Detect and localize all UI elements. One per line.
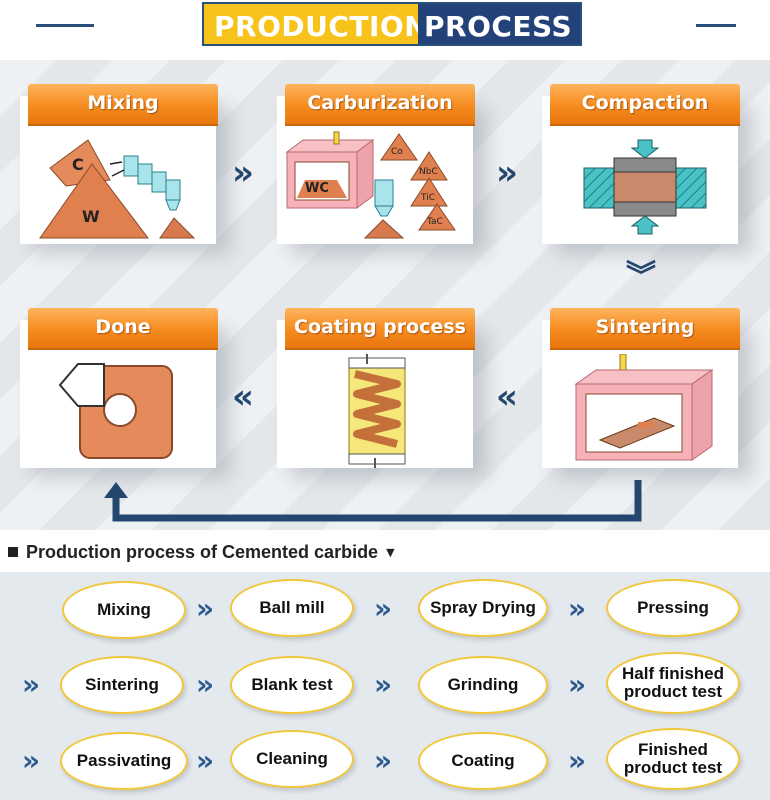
step-finished-test: Finished product test: [606, 728, 740, 790]
arrow-right-1: »: [232, 153, 254, 193]
card-mixing-title: Mixing: [28, 84, 218, 124]
card-compaction: Compaction: [542, 84, 740, 244]
mixing-w-label: W: [82, 207, 100, 226]
arrow-left-2: «: [496, 377, 518, 417]
arrow-right-2: »: [496, 153, 518, 193]
section-title-text: Production process of Cemented carbide: [26, 541, 379, 562]
process-steps: Mixing » Ball mill » Spray Drying » Pres…: [0, 572, 770, 800]
card-compaction-title: Compaction: [550, 84, 740, 124]
card-coating-title: Coating process: [285, 308, 475, 348]
arrow-down: ︾: [626, 259, 656, 294]
header-title-part1: PRODUCTION: [204, 4, 428, 44]
sintering-illustration: [574, 354, 714, 461]
mixing-c-label: C: [72, 155, 84, 174]
carb-tac-label: TaC: [426, 217, 443, 227]
carb-wc-label: WC: [305, 181, 329, 196]
header-title-part2: PROCESS: [418, 4, 580, 44]
return-connector: [104, 480, 642, 522]
step-mixing: Mixing: [62, 581, 186, 639]
done-illustration: [58, 363, 173, 459]
chevron-icon: »: [568, 668, 587, 701]
header-title-box: PRODUCTION PROCESS: [202, 2, 582, 46]
header-line-left: [36, 24, 94, 27]
step-blank-test: Blank test: [230, 656, 354, 714]
step-spray-drying: Spray Drying: [418, 579, 548, 637]
compaction-illustration: [583, 139, 707, 235]
flow-panel: Mixing C W » Carburization WC: [0, 60, 770, 530]
card-mixing: Mixing C W: [20, 84, 218, 244]
carb-nbc-label: NbC: [419, 167, 438, 177]
card-sintering-title: Sintering: [550, 308, 740, 348]
header-banner: PRODUCTION PROCESS: [0, 0, 770, 52]
step-sintering: Sintering: [60, 656, 184, 714]
card-sintering: Sintering: [542, 308, 740, 468]
card-carburization-title: Carburization: [285, 84, 475, 124]
mixing-illustration: C W: [39, 139, 196, 239]
bullet-square-icon: [8, 547, 18, 557]
chevron-icon: »: [196, 744, 215, 777]
arrow-left-1: «: [232, 377, 254, 417]
step-grinding: Grinding: [418, 656, 548, 714]
step-half-finished-test: Half finished product test: [606, 652, 740, 714]
coating-illustration: [348, 354, 406, 468]
carb-co-label: Co: [391, 147, 403, 157]
card-carburization: Carburization WC Co NbC TiC TaC: [277, 84, 475, 244]
header-line-right: [696, 24, 736, 27]
step-cleaning: Cleaning: [230, 730, 354, 788]
chevron-icon: »: [22, 668, 41, 701]
chevron-icon: »: [196, 668, 215, 701]
chevron-icon: »: [374, 592, 393, 625]
card-coating: Coating process: [277, 308, 475, 468]
chevron-icon: »: [374, 744, 393, 777]
card-done: Done: [20, 308, 218, 468]
chevron-icon: »: [568, 592, 587, 625]
carb-tic-label: TiC: [420, 193, 435, 203]
chevron-icon: »: [22, 744, 41, 777]
chevron-icon: »: [568, 744, 587, 777]
caret-down-icon: ▼: [386, 545, 395, 559]
chevron-icon: »: [196, 592, 215, 625]
step-passivating: Passivating: [60, 732, 188, 790]
step-coating: Coating: [418, 732, 548, 790]
carburization-illustration: WC Co NbC TiC TaC: [285, 131, 456, 239]
card-done-title: Done: [28, 308, 218, 348]
section-title: Production process of Cemented carbide ▼: [8, 540, 395, 564]
step-ball-mill: Ball mill: [230, 579, 354, 637]
step-pressing: Pressing: [606, 579, 740, 637]
chevron-icon: »: [374, 668, 393, 701]
